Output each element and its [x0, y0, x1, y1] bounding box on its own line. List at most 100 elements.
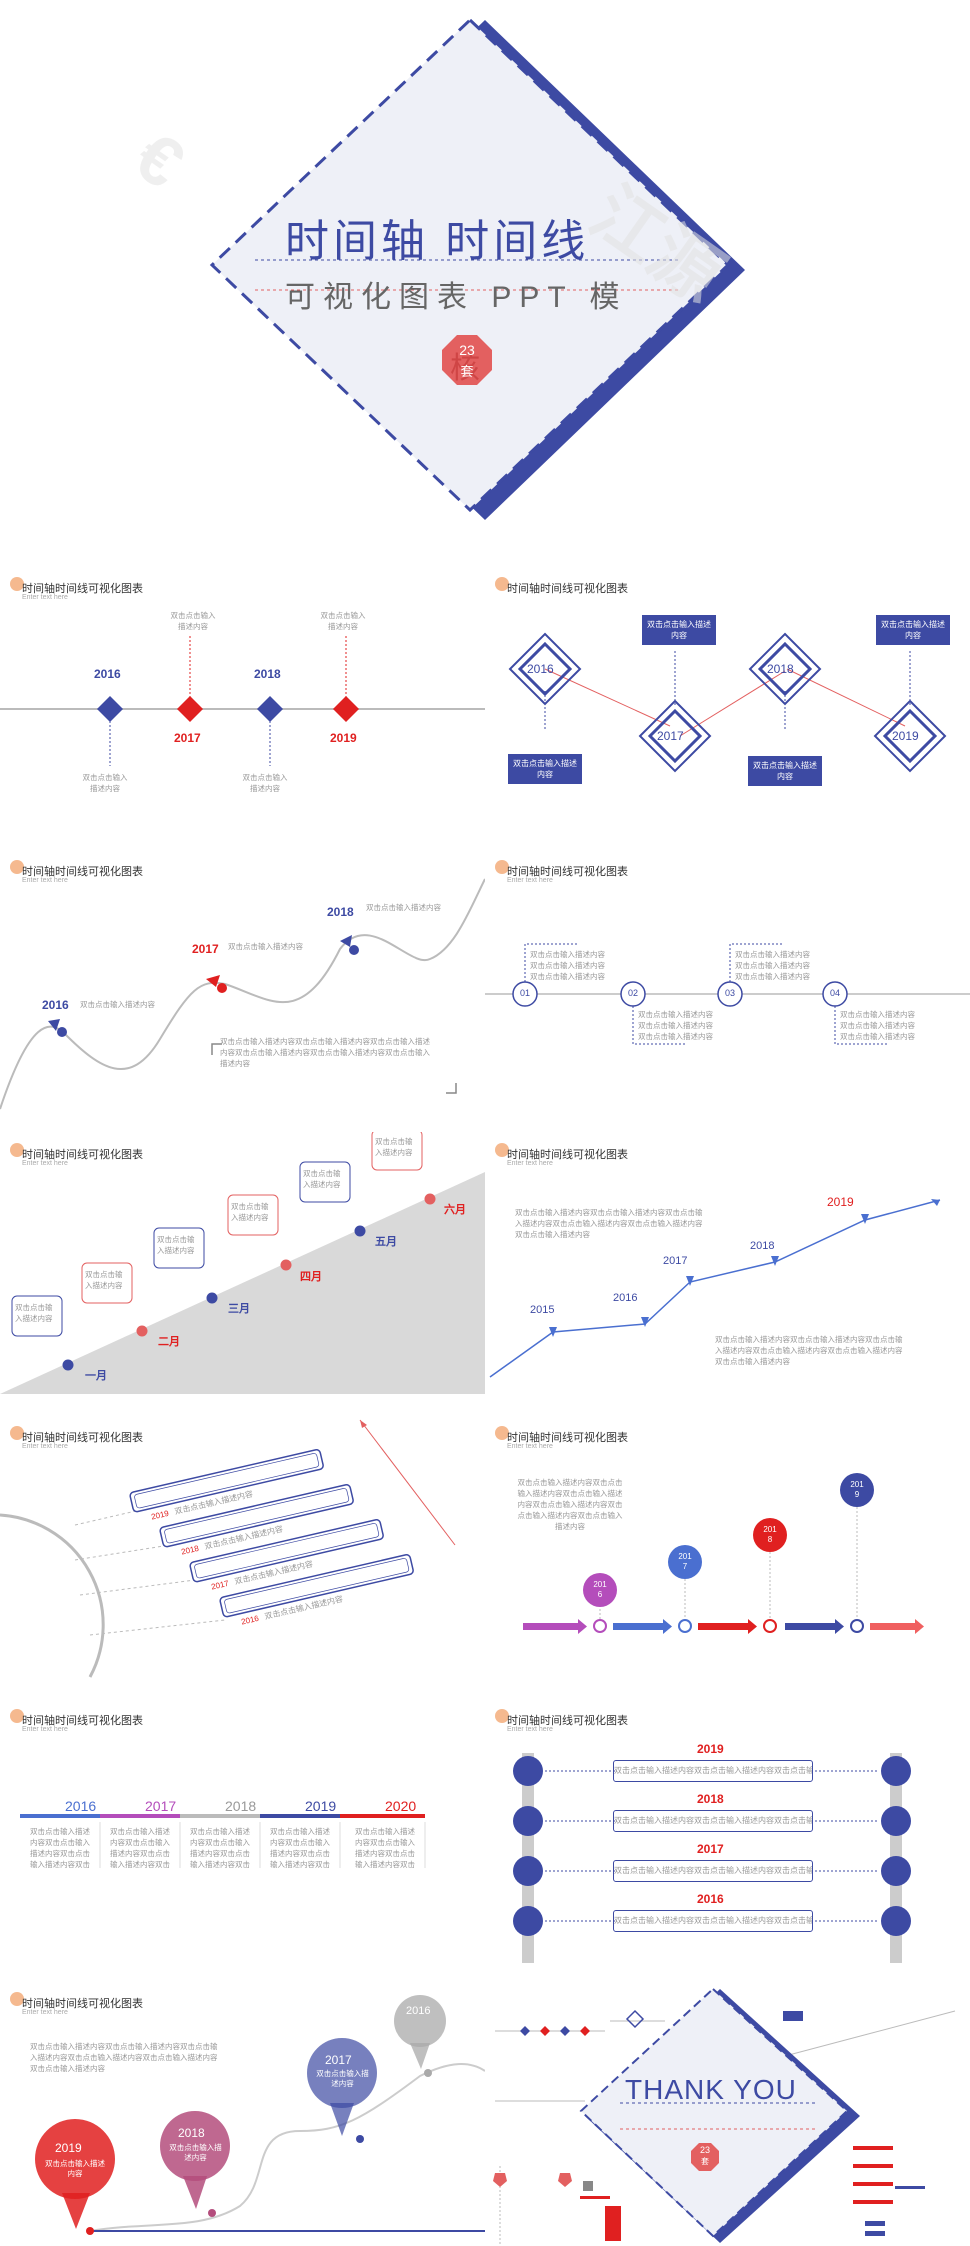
curve-timeline [0, 878, 485, 1110]
thumbnail-collage [493, 1987, 956, 2246]
year-label: 2020 [385, 1798, 417, 1814]
hero-title: 时间轴 时间线 [285, 217, 590, 266]
desc-text: 双击点击输入描述内容双击点击输入描述内容双击点击输入描述内容双击点击输入描述内容… [190, 1827, 250, 1869]
month-label: 四月 [300, 1271, 322, 1283]
slide-1: 时间轴时间线可视化图表 Enter text here 2016 2017 20… [0, 566, 485, 849]
thank-you-text: THANK YOU [625, 2074, 797, 2105]
slide-subtitle: Enter text here [507, 1443, 553, 1450]
title-dot [495, 1709, 509, 1723]
year-label: 2015 [530, 1304, 555, 1316]
bubble-text: 双击点击输入描述内容 [157, 1235, 195, 1255]
year-label: 2018 [697, 1792, 724, 1806]
desc-text: 双击点击输入描述内容双击点击输入描述内容双击点击输入描述内容双击点击输入描述内容… [638, 1010, 713, 1041]
slide-8: 时间轴时间线可视化图表 Enter text here 201 6 201 7 … [485, 1415, 970, 1698]
desc-paragraph: 双击点击输入描述内容双击点击输入描述内容双击点击输入描述内容双击点击输入描述内容… [715, 1335, 903, 1366]
desc-text: 双击点击输入描述内容双击点击输入描述内容双击点击输入描述内容双击点击输入描述内容… [30, 1827, 90, 1869]
title-dot [10, 1426, 24, 1440]
month-label: 六月 [444, 1204, 466, 1216]
slide-title: 时间轴时间线可视化图表 [22, 1149, 143, 1161]
slide-title: 时间轴时间线可视化图表 [22, 583, 143, 595]
year-label: 2016 [697, 1892, 724, 1906]
year-label: 2019 [697, 1742, 724, 1756]
slide-title: 时间轴时间线可视化图表 [507, 583, 628, 595]
slide-subtitle: Enter text here [22, 594, 68, 601]
slide-title: 时间轴时间线可视化图表 [22, 1715, 143, 1727]
slide-subtitle: Enter text here [507, 1160, 553, 1167]
title-dot [10, 860, 24, 874]
thank-you-slide: THANK YOU 23 套 [485, 1981, 970, 2246]
title-dot [495, 860, 509, 874]
slide-subtitle: Enter text here [507, 877, 553, 884]
desc-text: 双击点击输入描述内容双击点击输入描述内容双击点击输入描述内容双击点击输入描述内容… [735, 950, 810, 981]
hero-badge: 核 23 套 [442, 335, 492, 385]
desc-text: 双击点击输入描述内容 [170, 611, 216, 631]
month-label: 五月 [375, 1236, 397, 1248]
pin-timeline [35, 1995, 485, 2235]
desc-box: 双击点击输入描述内容 [508, 754, 582, 784]
hero-badge-char: 套 [460, 364, 474, 379]
title-dot [10, 1143, 24, 1157]
hero-badge-num: 23 [459, 342, 475, 358]
pin-text: 双击点击输入描述内容 [169, 2143, 222, 2162]
slide-4: 时间轴时间线可视化图表 Enter text here 01 02 03 04 … [485, 849, 970, 1132]
slide-2: 时间轴时间线可视化图表 2016 2017 2018 2019 双击点击输入描述… [485, 566, 970, 849]
desc-text: 双击点击输入描述内容双击点击输入描述内容双击点击输入描述内容双击点击输入描述内容… [110, 1827, 170, 1869]
slide-subtitle: Enter text here [22, 1726, 68, 1733]
slide-5: 时间轴时间线可视化图表 Enter text here 一月 二月 三月 四月 … [0, 1132, 485, 1415]
slide-11: 时间轴时间线可视化图表 Enter text here 2019 2018 20… [0, 1981, 485, 2246]
year-label: 2018 [225, 1798, 257, 1814]
desc-text: 双击点击输入描述内容双击点击输入描述内容双击点击输入描述内容双击点击输入描述内容… [355, 1827, 415, 1869]
year-label: 2018 [750, 1240, 775, 1252]
desc-text: 双击点击输入描述内容 [228, 942, 303, 951]
year-label: 2018 [178, 2126, 205, 2140]
desc-paragraph: 双击点击输入描述内容双击点击输入描述内容双击点击输入描述内容双击点击输入描述内容… [517, 1478, 623, 1531]
arrow-timeline [523, 1495, 924, 1634]
year-circle: 201 9 [840, 1473, 874, 1507]
desc-paragraph: 双击点击输入描述内容双击点击输入描述内容双击点击输入描述内容双击点击输入描述内容… [515, 1208, 703, 1239]
year-label: 2017 [174, 731, 201, 745]
thanks-badge-num: 23 [699, 2145, 710, 2155]
colored-bar-timeline [20, 1814, 426, 1868]
year-label: 2018 [327, 905, 354, 919]
step-number: 03 [724, 988, 735, 998]
slide-subtitle: Enter text here [22, 1160, 68, 1167]
desc-text: 双击点击输入描述内容 [80, 1000, 155, 1009]
desc-text: 双击点击输入描述内容 [366, 903, 441, 912]
year-label: 2016 [42, 998, 69, 1012]
pin-text: 双击点击输入描述内容 [316, 2069, 369, 2088]
slide-title: 时间轴时间线可视化图表 [22, 866, 143, 878]
slide-title: 时间轴时间线可视化图表 [507, 1149, 628, 1161]
title-dot [10, 577, 24, 591]
slide-subtitle: Enter text here [22, 877, 68, 884]
year-label: 2019 [305, 1798, 337, 1814]
timeline-graphic [0, 636, 485, 766]
year-circle: 201 7 [668, 1545, 702, 1579]
slide-title: 时间轴时间线可视化图表 [22, 1998, 143, 2010]
year-label: 2017 [663, 1255, 688, 1267]
year-label: 2017 [657, 729, 684, 743]
year-label: 2017 [325, 2053, 352, 2067]
desc-box: 双击点击输入描述内容 [876, 615, 950, 645]
month-label: 二月 [158, 1336, 180, 1348]
desc-box: 双击点击输入描述内容双击点击输入描述内容双击点击输入描述内容双击点击输入描述内容… [613, 1860, 813, 1882]
year-label: 2016 [94, 667, 121, 681]
year-label: 2017 [192, 942, 219, 956]
slide-subtitle: Enter text here [507, 1726, 553, 1733]
year-label: 2017 [145, 1798, 177, 1814]
slide-title: 时间轴时间线可视化图表 [507, 866, 628, 878]
bubble-text: 双击点击输入描述内容 [15, 1303, 53, 1323]
numbered-timeline [485, 943, 970, 1045]
year-label: 2019 [330, 731, 357, 745]
slide-7: 时间轴时间线可视化图表 Enter text here 2019 双击点击输入描… [0, 1415, 485, 1698]
slide-3: 时间轴时间线可视化图表 Enter text here 2016 2017 20… [0, 849, 485, 1132]
year-label: 2019 [827, 1195, 854, 1209]
desc-text: 双击点击输入描述内容 [82, 773, 128, 793]
desc-paragraph: 双击点击输入描述内容双击点击输入描述内容双击点击输入描述内容双击点击输入描述内容… [220, 1037, 430, 1068]
year-label: 2019 [892, 729, 919, 743]
hero-subtitle: 可视化图表 PPT 模 [285, 281, 628, 314]
bubble-text: 双击点击输入描述内容 [231, 1202, 269, 1222]
step-number: 02 [627, 988, 638, 998]
desc-box: 双击点击输入描述内容 [642, 615, 716, 645]
diamond-timeline [508, 632, 947, 773]
title-dot [495, 577, 509, 591]
